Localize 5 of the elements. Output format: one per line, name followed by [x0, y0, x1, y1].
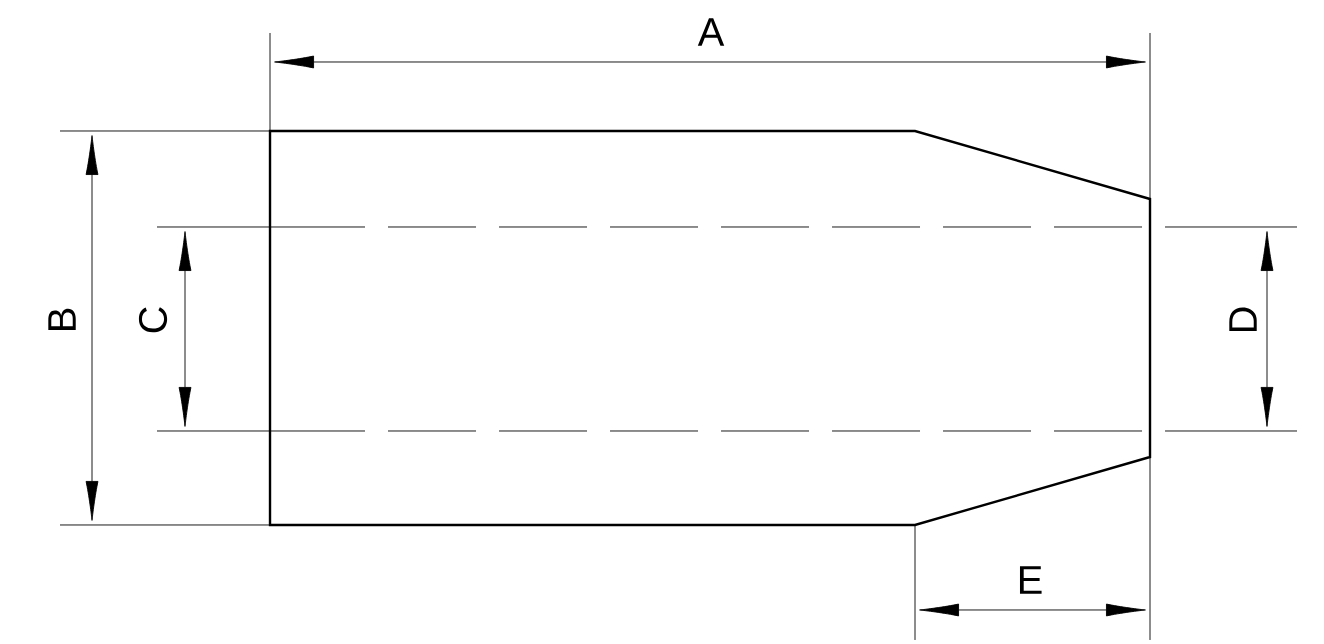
dimension-label: D: [1229, 307, 1257, 332]
dimension-label: E: [1020, 566, 1042, 594]
dimension-label: B: [48, 308, 76, 330]
dimension-label: A: [697, 18, 725, 46]
dimension-label: C: [138, 307, 168, 333]
